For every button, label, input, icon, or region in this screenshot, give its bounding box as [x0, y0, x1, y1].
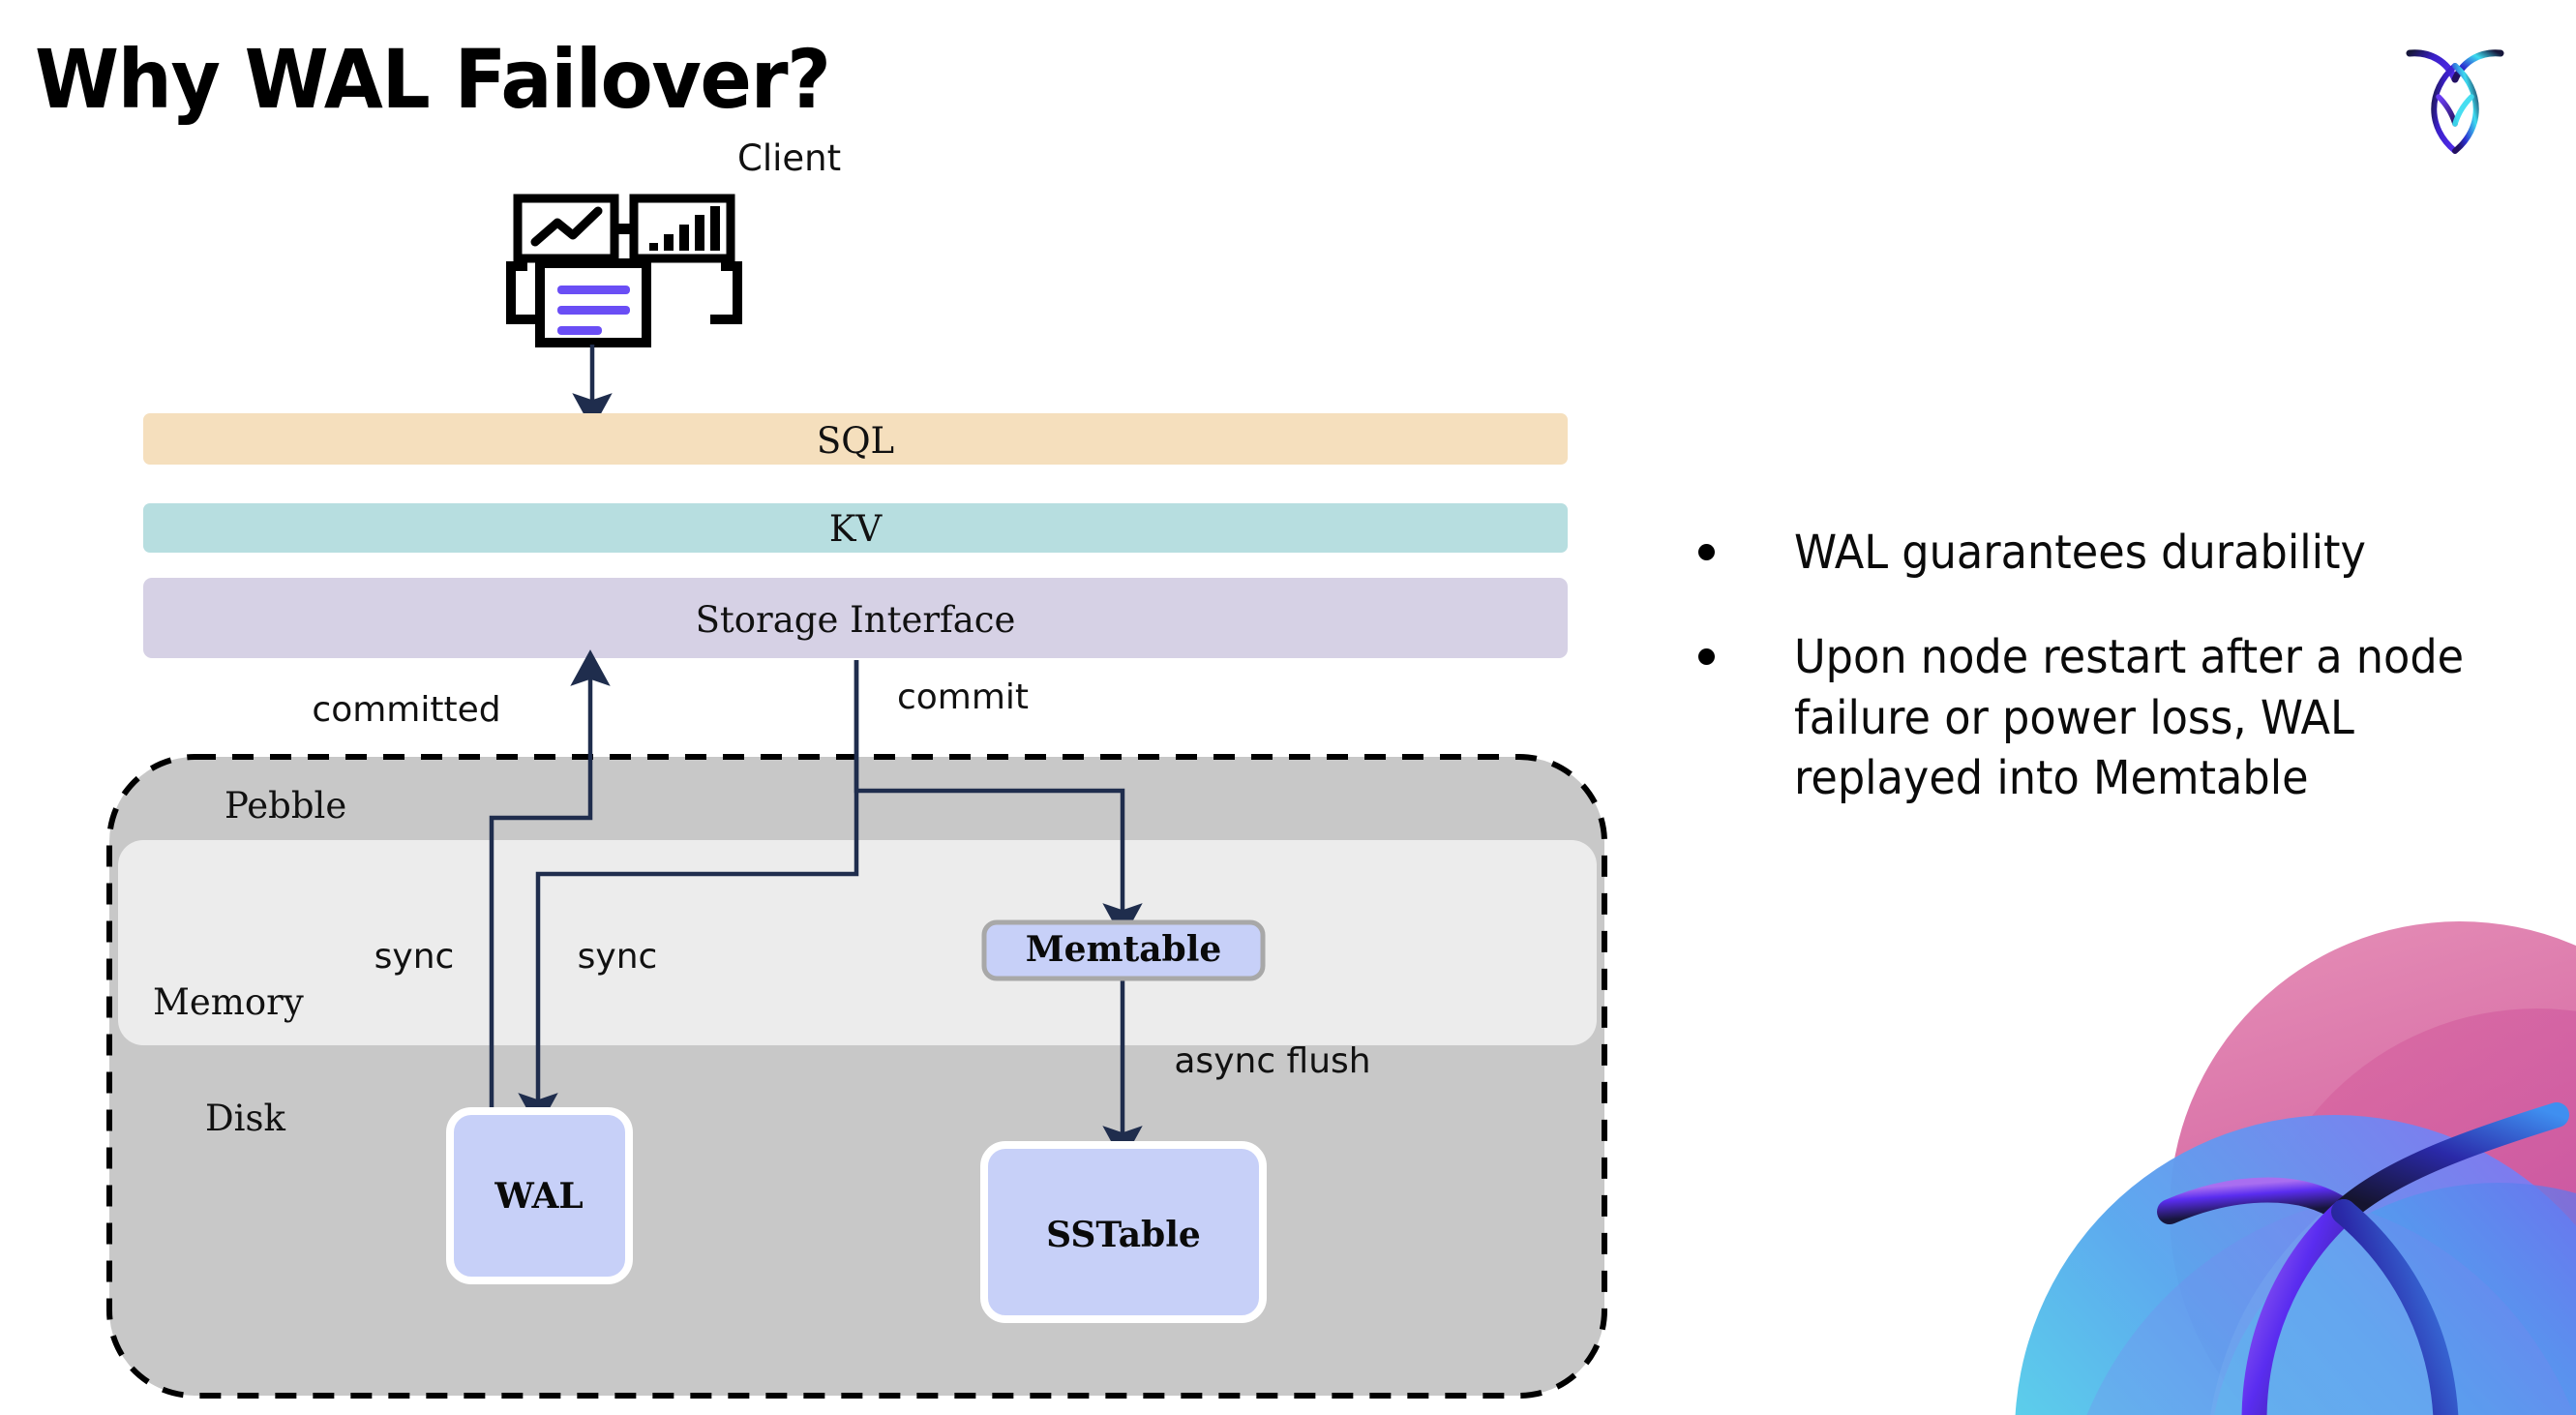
edge-label-sync-left: sync: [374, 937, 455, 977]
node-wal[interactable]: WAL: [446, 1107, 633, 1284]
layer-bar-kv: [143, 503, 1568, 553]
layer-bar-storage: [143, 578, 1568, 658]
edge-committed: [489, 649, 611, 1118]
page-title: Why WAL Failover?: [35, 32, 831, 127]
layer-label-sql: SQL: [817, 420, 894, 462]
edge-label-committed: committed: [312, 690, 500, 730]
list-item: Upon node restart after a node failure o…: [1698, 627, 2531, 808]
wal-architecture-diagram: Client SQL KV Storage Interface Pebble M…: [106, 137, 1607, 1399]
edge-label-async-flush: async flush: [1174, 1041, 1370, 1081]
bullet-text: WAL guarantees durability: [1794, 526, 2366, 580]
edge-label-sync-right: sync: [578, 937, 658, 977]
cockroach-watermark-decoration: [2015, 921, 2576, 1415]
node-label-wal: WAL: [494, 1176, 583, 1217]
layer-bar-sql: [143, 413, 1568, 465]
bullet-dot-icon: [1698, 544, 1715, 560]
bullet-text: Upon node restart after a node failure o…: [1794, 630, 2465, 806]
client-workstation-icon: [506, 194, 742, 347]
bullet-list: WAL guarantees durability Upon node rest…: [1698, 523, 2531, 854]
node-label-sstable: SSTable: [1046, 1215, 1201, 1255]
bullet-dot-icon: [1698, 648, 1715, 666]
region-label-memory: Memory: [153, 981, 304, 1023]
cockroachdb-logo-icon: [2406, 49, 2504, 154]
region-memory: [118, 840, 1597, 1045]
node-memtable[interactable]: Memtable: [981, 919, 1266, 981]
client-label: Client: [737, 137, 841, 179]
layer-label-kv: KV: [829, 508, 884, 550]
container-label-pebble: Pebble: [225, 785, 346, 827]
edge-label-commit: commit: [897, 677, 1029, 717]
node-label-memtable: Memtable: [1026, 929, 1222, 970]
edge-commit-to-wal: [518, 660, 859, 1129]
layer-label-storage: Storage Interface: [696, 599, 1016, 641]
list-item: WAL guarantees durability: [1698, 523, 2531, 583]
node-sstable[interactable]: SSTable: [980, 1141, 1267, 1323]
region-label-disk: Disk: [205, 1098, 285, 1139]
